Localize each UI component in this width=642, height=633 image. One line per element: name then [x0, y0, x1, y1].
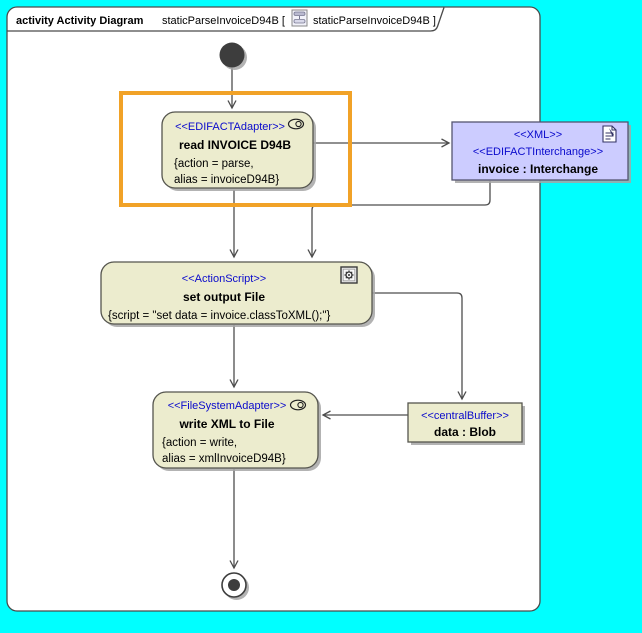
action-write-xml[interactable]: <<FileSystemAdapter>> write XML to File …: [152, 391, 321, 471]
write-xml-name: write XML to File: [178, 417, 274, 431]
frame-tab-keyword: activity Activity Diagram: [16, 15, 144, 27]
read-invoice-name: read INVOICE D94B: [179, 138, 291, 152]
invoice-object-name: invoice : Interchange: [478, 162, 598, 176]
frame-tab[interactable]: [7, 7, 445, 32]
read-invoice-prop1: {action = parse,: [174, 158, 254, 170]
write-xml-stereotype: <<FileSystemAdapter>>: [168, 400, 287, 412]
read-invoice-prop2: alias = invoiceD94B}: [174, 174, 279, 186]
write-xml-prop1: {action = write,: [162, 437, 237, 449]
activity-diagram-icon: [291, 9, 308, 27]
invoice-stereotype-edifact: <<EDIFACTInterchange>>: [473, 146, 603, 158]
final-node[interactable]: [221, 572, 249, 600]
set-output-name: set output File: [183, 290, 265, 304]
data-blob-stereotype: <<centralBuffer>>: [421, 410, 509, 422]
initial-node[interactable]: [219, 42, 245, 68]
read-invoice-stereotype: <<EDIFACTAdapter>>: [175, 121, 285, 133]
invoice-stereotype-xml: <<XML>>: [514, 129, 562, 141]
action-read-invoice[interactable]: <<EDIFACTAdapter>> read INVOICE D94B {ac…: [161, 111, 316, 191]
adapter-icon: [289, 399, 307, 411]
data-blob-name: data : Blob: [434, 425, 496, 439]
adapter-icon: [287, 118, 305, 130]
object-invoice-interchange[interactable]: <<XML>> <<EDIFACTInterchange>> invoice :…: [451, 121, 631, 183]
frame-tab-name: staticParseInvoiceD94B [: [162, 15, 285, 27]
buffer-data-blob[interactable]: <<centralBuffer>> data : Blob: [407, 402, 525, 445]
write-xml-prop2: alias = xmlInvoiceD94B}: [162, 453, 286, 465]
set-output-stereotype: <<ActionScript>>: [182, 273, 266, 285]
action-set-output-file[interactable]: <<ActionScript>> set output File {script…: [100, 261, 375, 327]
script-gear-icon: [340, 266, 358, 284]
xml-document-icon: [602, 125, 617, 143]
selection-highlight: [119, 91, 352, 207]
set-output-prop1: {script = "set data = invoice.classToXML…: [108, 310, 330, 322]
edge-setoutput-to-buffer[interactable]: [372, 292, 467, 401]
frame-tab-ref: staticParseInvoiceD94B ]: [313, 15, 436, 27]
edge-invoice-object-to-setoutput[interactable]: [307, 181, 491, 259]
